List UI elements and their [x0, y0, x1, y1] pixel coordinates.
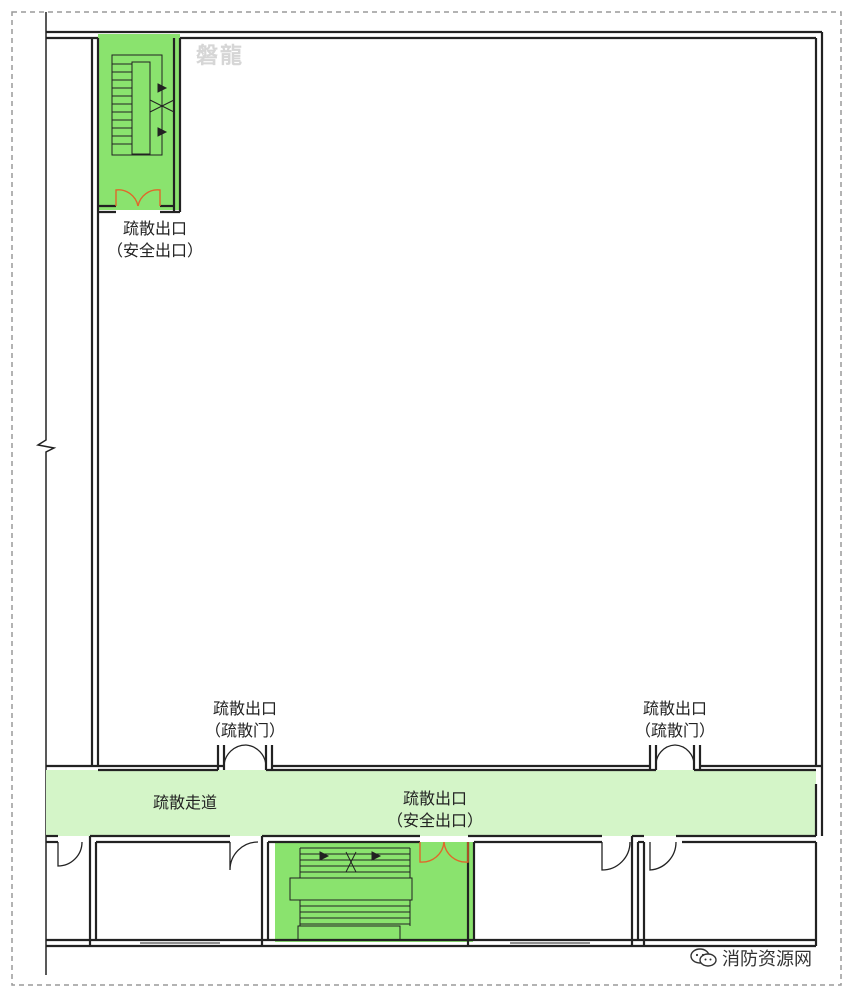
label-line: （安全出口）: [106, 241, 203, 260]
watermark: 磐龍: [196, 44, 245, 69]
label-line: 疏散出口: [212, 699, 277, 718]
label-line: （疏散门）: [634, 721, 715, 740]
corridor-area: [46, 770, 816, 836]
dashed-frame: [11, 11, 842, 986]
room-doors: [57, 744, 695, 871]
bottom-stair-treads: [289, 847, 413, 941]
label-line: 疏散出口: [642, 699, 707, 718]
source-logo: 消防资源网: [690, 945, 812, 971]
wechat-icon: [690, 948, 717, 967]
top-stair-area: [98, 34, 180, 210]
walls: [46, 30, 824, 948]
top-stair-exit-label: 疏散出口 （安全出口）: [90, 218, 220, 262]
bottom-stair-exit-label: 疏散出口 （安全出口）: [370, 788, 500, 832]
stair-doors: [115, 189, 469, 863]
label-line: （安全出口）: [386, 811, 483, 830]
bottom-stair-door: [419, 841, 445, 863]
right-door-exit-label: 疏散出口 （疏散门）: [610, 698, 740, 742]
left-break-line: [35, 12, 57, 975]
top-stair-door: [115, 189, 139, 207]
label-line: 疏散出口: [122, 219, 187, 238]
left-door-exit-label: 疏散出口 （疏散门）: [180, 698, 310, 742]
corridor-label: 疏散走道: [152, 793, 217, 812]
source-logo-text: 消防资源网: [722, 949, 812, 970]
label-line: 疏散出口: [402, 789, 467, 808]
label-line: （疏散门）: [204, 721, 285, 740]
top-stair-treads: [111, 54, 175, 156]
